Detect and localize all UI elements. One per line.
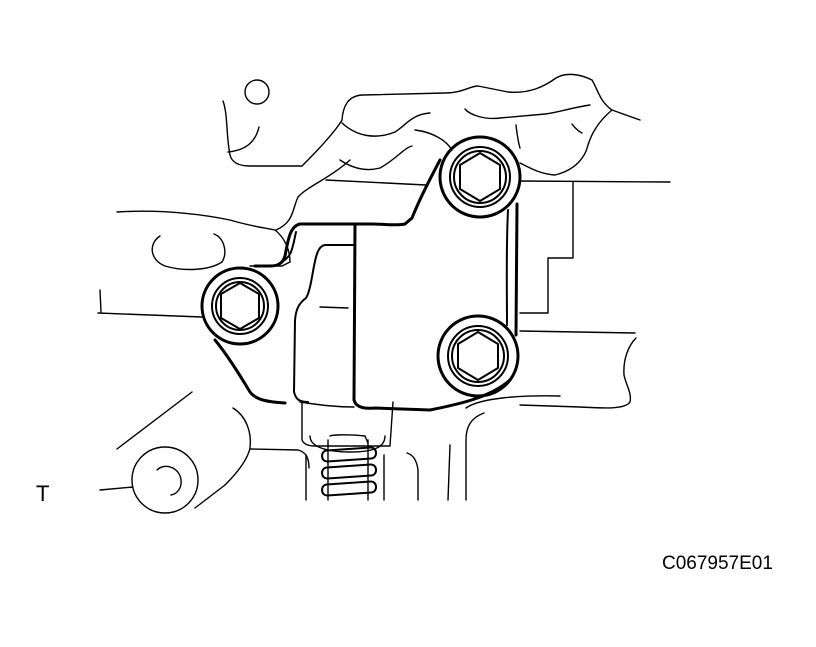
left-bolt bbox=[200, 266, 280, 346]
upper-casting bbox=[222, 73, 671, 314]
right-casting bbox=[465, 330, 637, 501]
left-casting bbox=[97, 210, 291, 318]
figure-code: C067957E01 bbox=[662, 553, 773, 574]
lower-left-mount bbox=[99, 391, 451, 514]
tensioner-bracket bbox=[213, 158, 519, 412]
lower-bolt bbox=[436, 314, 520, 398]
spring-assembly bbox=[301, 401, 394, 501]
upper-bolt bbox=[438, 135, 522, 219]
corner-mark: T bbox=[36, 481, 50, 506]
